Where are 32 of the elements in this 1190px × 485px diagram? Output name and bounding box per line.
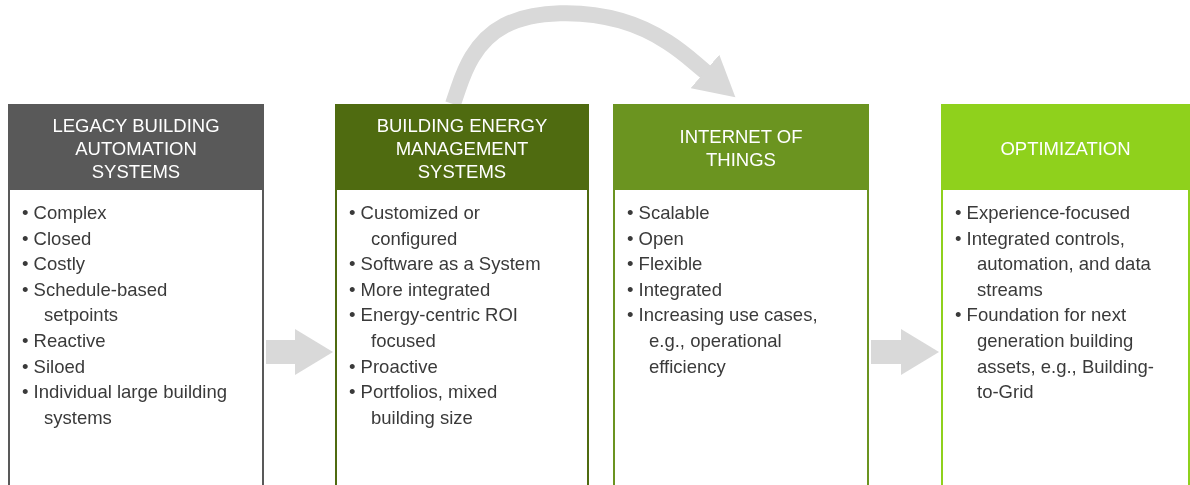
list-item: • Open [627,226,685,251]
list-item: • Integrated [627,277,723,302]
list-item: • Costly [22,252,86,277]
list-item: • Scalable [627,201,711,225]
list-item: • More integrated [349,277,492,302]
list-item: • Siloed [22,354,87,379]
column-card [335,104,589,485]
list-item: • Reactive [22,328,107,353]
list-item: • Proactive [349,354,439,379]
list-item: • Increasing use cases, e.g., operational efficiency [627,303,819,379]
list-item: • Integrated controls, automation, and data streams [955,226,1152,302]
column-header: OPTIMIZATION [943,106,1188,190]
list-item: • Closed [22,226,93,251]
block-arrow [266,329,333,375]
column-header: INTERNET OF THINGS [615,106,867,190]
list-item: • Customized or configured [349,201,481,251]
column-header: BUILDING ENERGY MANAGEMENT SYSTEMS [337,106,587,190]
column-card [8,104,264,485]
curved-arrow [445,5,736,107]
column-card [613,104,869,485]
list-item: • Experience-focused [955,201,1132,225]
list-item: • Flexible [627,252,704,277]
column-header: LEGACY BUILDING AUTOMATION SYSTEMS [10,106,262,190]
block-arrow [871,329,939,375]
column-card [941,104,1190,485]
list-item: • Individual large building systems [22,380,228,430]
list-item: • Portfolios, mixed building size [349,380,499,430]
list-item: • Software as a System [349,252,542,277]
list-item: • Energy-centric ROI focused [349,303,519,353]
list-item: • Foundation for next generation building assets, e.g., Building-to-Grid [955,303,1155,405]
list-item: • Complex [22,201,108,225]
list-item: • Schedule-based setpoints [22,277,169,328]
